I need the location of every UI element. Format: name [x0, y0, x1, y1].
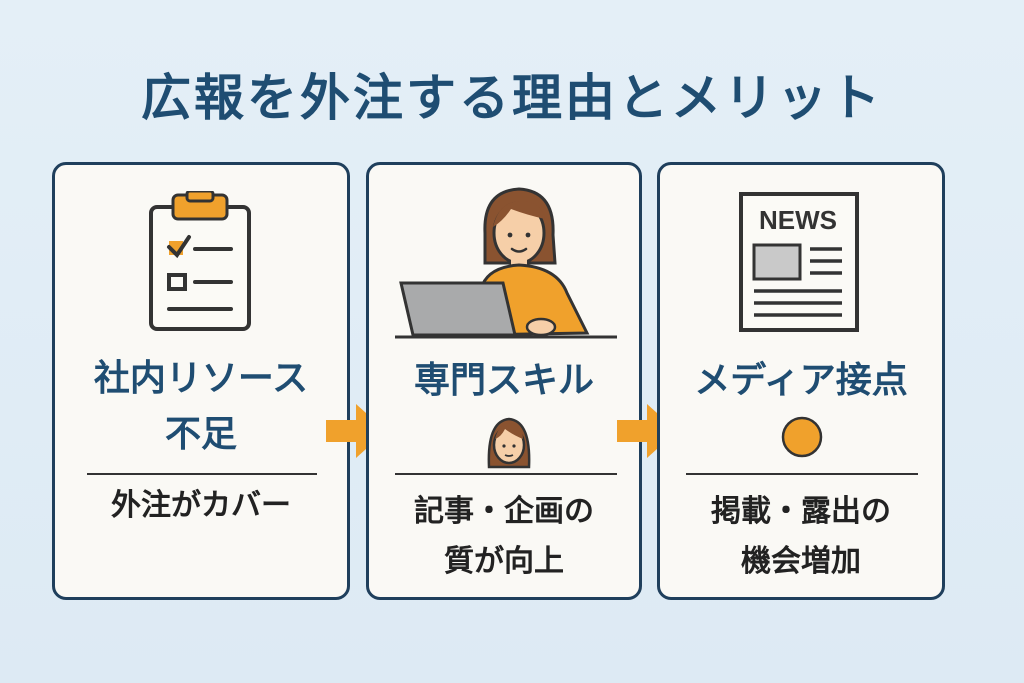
- page-title: 広報を外注する理由とメリット: [141, 69, 883, 127]
- card-description: 記事・企画の 質が向上: [369, 487, 639, 587]
- card-title-line: 社内リソース: [93, 358, 309, 399]
- divider: [87, 473, 317, 475]
- newspaper-icon: NEWS: [739, 192, 859, 332]
- person-laptop-icon: [395, 187, 617, 339]
- divider: [395, 473, 617, 475]
- card-desc-line: 機会増加: [741, 544, 861, 579]
- card-title: メディア接点: [660, 353, 942, 409]
- card-title: 社内リソース 不足: [55, 351, 347, 463]
- card-specialized-skills: 専門スキル 記事・企画の 質が向上: [366, 162, 642, 600]
- divider: [686, 473, 918, 475]
- card-desc-line: 掲載・露出の: [711, 494, 891, 529]
- card-title-line: 専門スキル: [413, 360, 594, 401]
- card-desc-line: 記事・企画の: [414, 494, 594, 529]
- card-media-contact: NEWS メディア接点 掲載・露出の 機会増加: [657, 162, 945, 600]
- card-description: 外注がカバー: [55, 481, 347, 531]
- newspaper-headline: NEWS: [759, 205, 837, 235]
- card-desc-line: 質が向上: [444, 544, 564, 579]
- card-title: 専門スキル: [369, 353, 639, 409]
- card-title-line: 不足: [164, 414, 237, 455]
- orange-dot-icon: [781, 416, 823, 458]
- card-title-line: メディア接点: [694, 360, 908, 401]
- card-internal-resources: 社内リソース 不足 外注がカバー: [52, 162, 350, 600]
- card-description: 掲載・露出の 機会増加: [660, 487, 942, 587]
- card-desc-line: 外注がカバー: [111, 488, 291, 523]
- person-avatar-icon: [487, 417, 531, 469]
- clipboard-checklist-icon: [149, 191, 251, 331]
